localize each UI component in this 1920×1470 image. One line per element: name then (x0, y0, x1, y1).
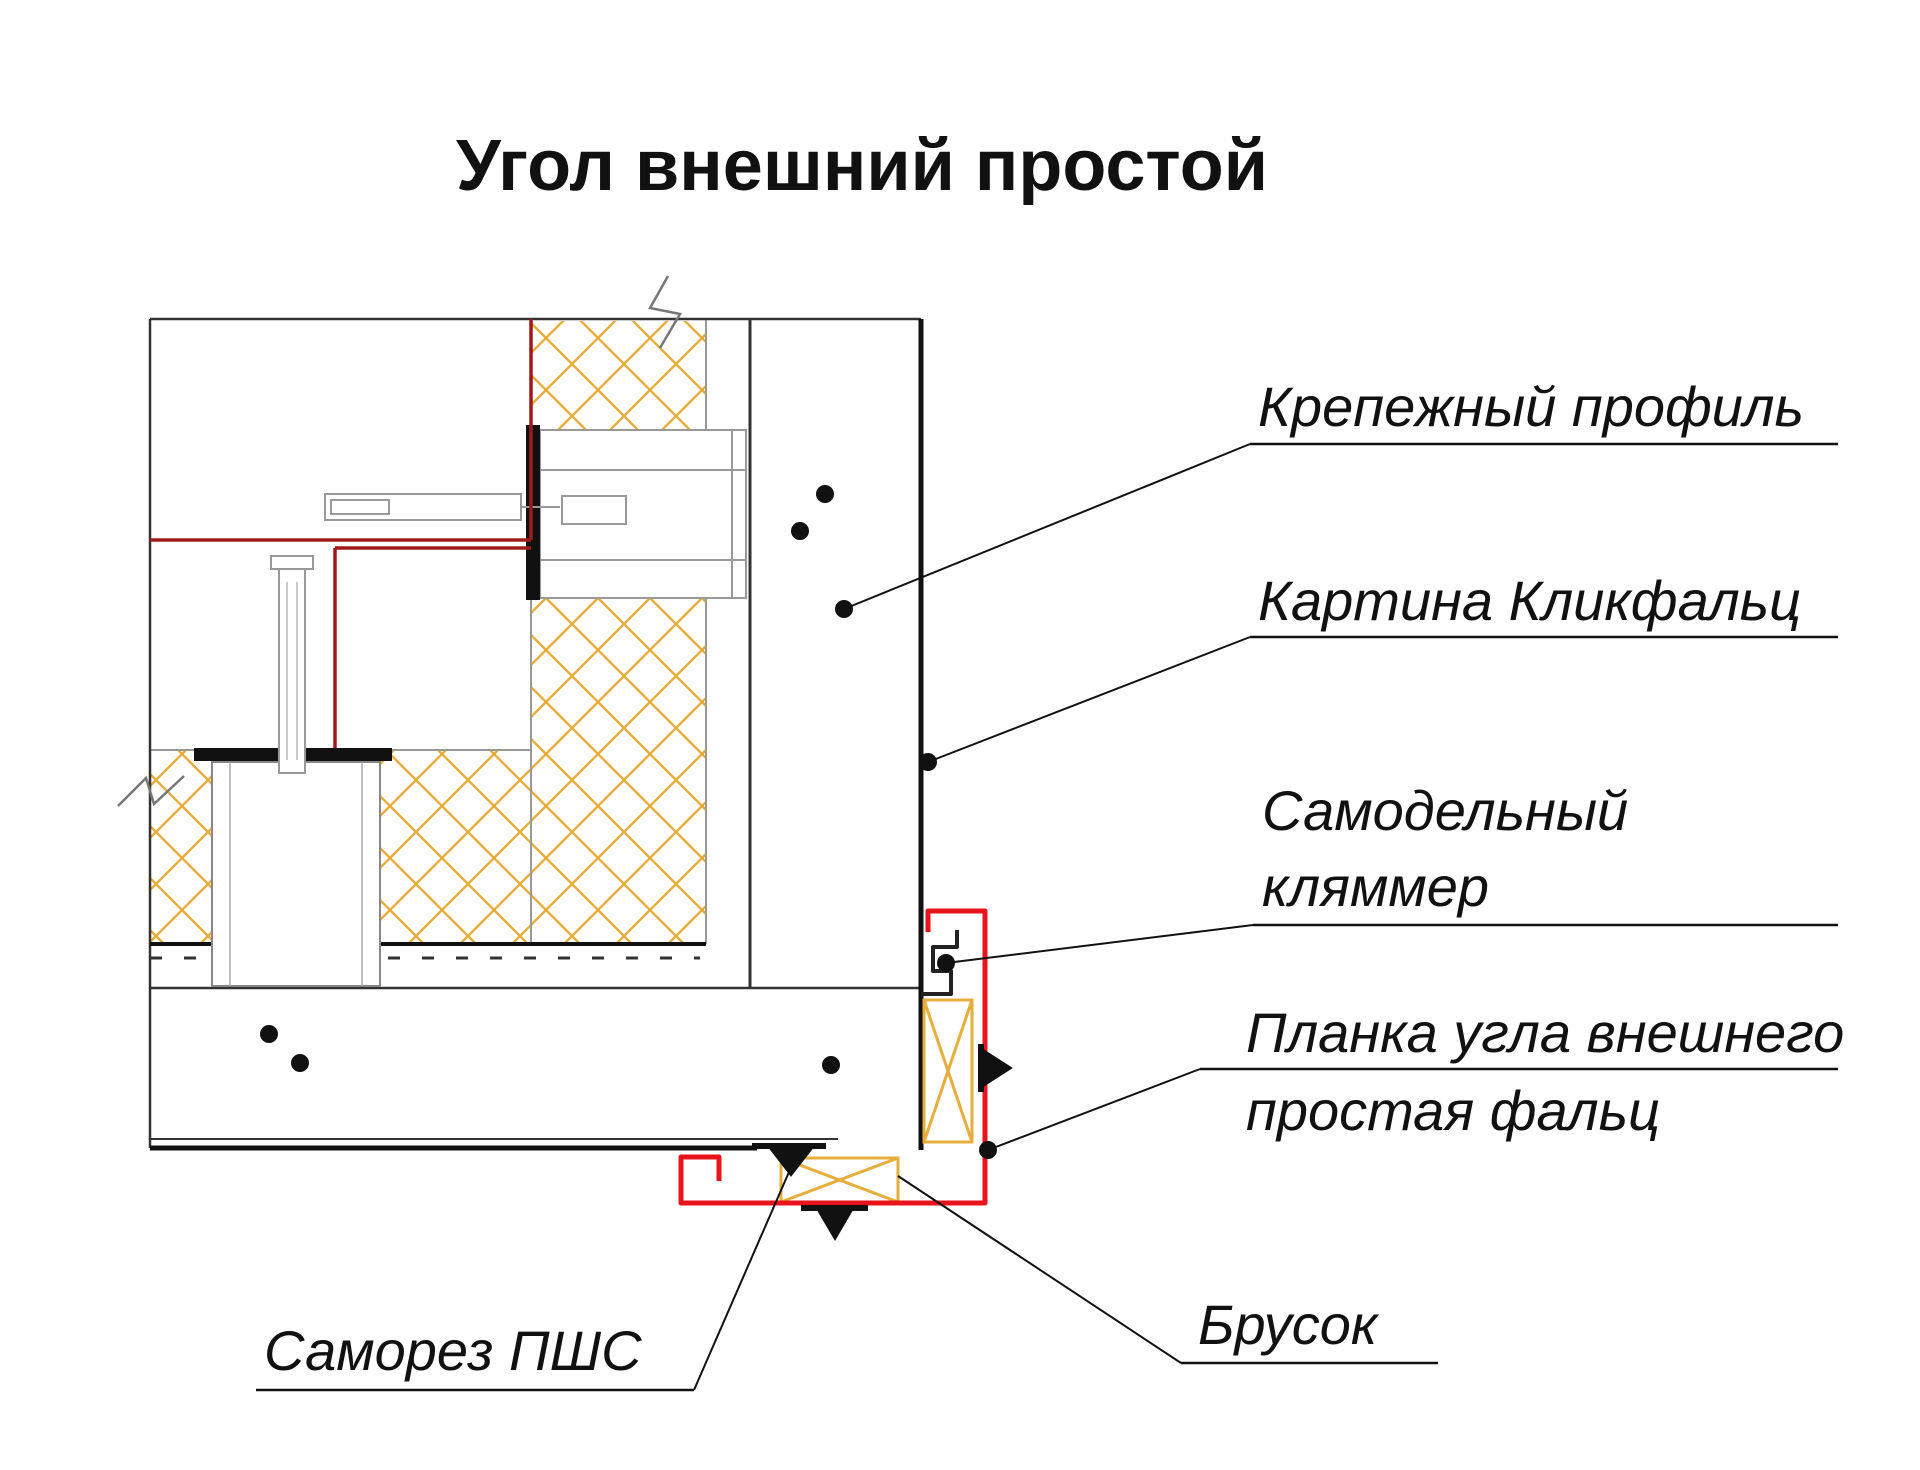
insulation-vertical (531, 321, 706, 944)
fastener-dot (816, 485, 834, 503)
post-body (211, 761, 381, 987)
leader-outer-corner-strip (987, 1068, 1201, 1151)
corner-flashing-path (678, 908, 988, 1206)
screws (752, 1044, 1013, 1241)
leader-klickfalz-panel (927, 636, 1251, 763)
anchor-h-head (330, 499, 390, 515)
bar-vertical-diagonal (922, 999, 974, 1143)
break-mark-left (117, 775, 185, 807)
label-screw-pshs: Саморез ПШС (264, 1319, 642, 1382)
label-wood-bar: Брусок (1198, 1293, 1380, 1356)
fastener-dot (822, 1056, 840, 1074)
anchor-horizontal (324, 493, 560, 521)
callout-underlines (256, 442, 1838, 1392)
anchor-v-head (270, 555, 314, 570)
leader-lines (693, 443, 1254, 1391)
corner-flashing (678, 908, 988, 1206)
wood-bars (779, 998, 974, 1204)
label-homemade-clamp-line2: кляммер (1262, 855, 1489, 918)
break-marks (117, 275, 682, 807)
clamp-path (921, 930, 959, 996)
fastener-dots (260, 485, 997, 1159)
label-outer-corner-strip-line1: Планка угла внешнего (1246, 1001, 1844, 1064)
screw-bottom (801, 1205, 868, 1241)
wall-outlines (148, 317, 921, 1148)
bar-horizontal-diagonal (780, 1156, 899, 1204)
screw-pshs-head (768, 1148, 814, 1177)
bracket-flange (526, 425, 540, 600)
screw-pshs (752, 1143, 826, 1177)
interior-membrane-lines (150, 319, 533, 748)
fastener-dot (260, 1025, 278, 1043)
wood-post (194, 748, 392, 987)
homemade-clamp (921, 930, 959, 996)
screw-side (978, 1044, 1013, 1092)
fastener-dot (291, 1054, 309, 1072)
anchor-v-body (278, 567, 306, 774)
label-homemade-clamp-line1: Самодельный (1262, 779, 1628, 842)
label-outer-corner-strip-line2: простая фальц (1246, 1079, 1660, 1142)
screw-side-head (983, 1049, 1013, 1087)
anchor-vertical (270, 555, 314, 774)
screw-bottom-head (817, 1210, 853, 1241)
bracket-bolt (561, 495, 627, 525)
label-klickfalz-panel: Картина Кликфальц (1258, 569, 1801, 632)
leader-fastening-profile (843, 443, 1251, 610)
leader-screw-pshs (693, 1171, 790, 1391)
break-mark-top (648, 275, 682, 349)
page-title: Угол внешний простой (456, 126, 1268, 206)
leader-wood-bar (897, 1175, 1182, 1364)
leader-homemade-clamp (945, 924, 1254, 964)
fastener-dot (791, 522, 809, 540)
callout-texts: Крепежный профиль Картина Кликфальц Само… (264, 375, 1844, 1382)
wall-bracket (539, 429, 747, 599)
label-fastening-profile: Крепежный профиль (1258, 375, 1804, 438)
